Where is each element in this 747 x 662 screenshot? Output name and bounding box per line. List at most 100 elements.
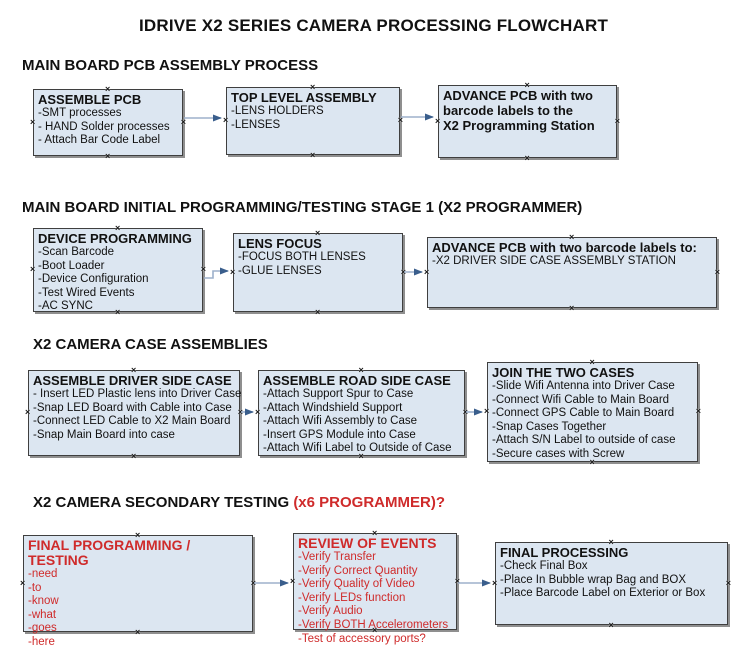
connection-handle-icon: ×: [725, 577, 731, 588]
box-title: FINAL PROCESSING: [500, 545, 629, 560]
box-items: -Slide Wifi Antenna into Driver Case -Con…: [492, 380, 693, 462]
box-item: -Place In Bubble wrap Bag and BOX: [500, 573, 687, 586]
connection-handle-icon: ×: [524, 153, 530, 163]
box-item: -know: [28, 595, 59, 608]
connection-handle-icon: ×: [400, 266, 406, 277]
flow-box-final-processing: FINAL PROCESSING -Check Final Box-Place …: [492, 538, 731, 630]
box-item: -AC SYNC: [38, 300, 93, 313]
connection-handle-icon: ×: [315, 307, 321, 317]
box-item: - Attach Bar Code Label: [38, 134, 161, 147]
connection-handle-icon: ×: [250, 577, 256, 588]
connection-handle-icon: ×: [310, 150, 316, 160]
box-title: ADVANCE PCB with two barcode labels to t…: [443, 88, 595, 133]
flow-box-join-the-two-cases: JOIN THE TWO CASES -Slide Wifi Antenna i…: [484, 358, 701, 467]
box-items: -Check Final Box-Place In Bubble wrap Ba…: [500, 560, 723, 601]
box-item: -Connect LED Cable to X2 Main Board: [33, 415, 231, 428]
box-item: -need: [28, 568, 58, 580]
connection-handle-icon: ×: [255, 407, 261, 417]
section-heading-initial-programming: MAIN BOARD INITIAL PROGRAMMING/TESTING S…: [22, 199, 583, 216]
box-item: - HAND Solder processes: [38, 120, 170, 133]
box-item: -X2 DRIVER SIDE CASE ASSEMBLY STATION: [432, 255, 676, 267]
connection-handle-icon: ×: [20, 577, 26, 588]
box-item: -LENS HOLDERS: [231, 105, 324, 117]
flow-box-advance-pcb-programming-station: ADVANCE PCB with two barcode labels to t…: [435, 81, 620, 163]
box-title: LENS FOCUS: [238, 236, 322, 251]
box-items: -SMT processes- HAND Solder processes- A…: [38, 107, 178, 148]
box-items: -Attach Support Spur to Case-Attach Wind…: [263, 388, 460, 456]
box-item: -what: [28, 608, 57, 621]
flow-box-review-of-events: REVIEW OF EVENTS -Verify Transfer-Verify…: [290, 529, 460, 645]
box-item: -Attach Wifi Assembly to Case: [263, 415, 418, 428]
connection-handle-icon: ×: [30, 116, 36, 127]
section-heading-secondary-testing: X2 CAMERA SECONDARY TESTING (x6 PROGRAMM…: [33, 494, 445, 511]
box-item: -Insert GPS Module into Case: [263, 428, 416, 441]
connection-handle-icon: ×: [223, 115, 229, 125]
box-item: -Verify Correct Quantity: [298, 564, 418, 577]
box-item: -SMT processes: [38, 107, 122, 119]
box-item: -goes: [28, 622, 57, 635]
box-item: -Snap LED Board with Cable into Case: [33, 401, 232, 414]
box-items: -X2 DRIVER SIDE CASE ASSEMBLY STATION: [432, 255, 712, 269]
box-item: -Verify LEDs function: [298, 591, 406, 604]
flow-box-lens-focus: LENS FOCUS -FOCUS BOTH LENSES-GLUE LENSE…: [230, 229, 406, 317]
section-heading-secondary-testing-red: (x6 PROGRAMMER)?: [293, 494, 445, 511]
box-item: -Slide Wifi Antenna into Driver Case: [492, 380, 675, 392]
connection-handle-icon: ×: [608, 620, 614, 630]
box-item: -Attach Windshield Support: [263, 401, 403, 414]
box-title: DEVICE PROGRAMMING: [38, 231, 192, 246]
connection-handle-icon: ×: [435, 115, 441, 126]
box-item: -Connect GPS Cable to Main Board: [492, 407, 675, 420]
connection-handle-icon: ×: [695, 406, 701, 416]
connection-handle-icon: ×: [569, 303, 575, 313]
box-title: REVIEW OF EVENTS: [298, 535, 437, 551]
box-title: TOP LEVEL ASSEMBLY: [231, 90, 377, 105]
section-heading-case-assemblies: X2 CAMERA CASE ASSEMBLIES: [33, 336, 268, 353]
box-item: -GLUE LENSES: [238, 264, 322, 277]
flowchart-title: IDRIVE X2 SERIES CAMERA PROCESSING FLOWC…: [138, 16, 609, 35]
box-item: -Verify Audio: [298, 605, 363, 618]
connection-handle-icon: ×: [131, 451, 137, 461]
box-item: -here: [28, 635, 55, 648]
flow-box-final-programming-testing: FINAL PROGRAMMING / TESTING -need-to-kno…: [20, 531, 256, 648]
box-items: -Verify Transfer-Verify Correct Quantity…: [298, 551, 452, 646]
box-item: -Snap Cases Together: [492, 420, 607, 433]
connection-handle-icon: ×: [492, 577, 498, 588]
box-items: -Scan Barcode-Boot Loader-Device Configu…: [38, 246, 198, 314]
box-item: - Insert LED Plastic lens into Driver Ca…: [33, 388, 242, 400]
box-item: -FOCUS BOTH LENSES: [238, 251, 366, 263]
connection-handle-icon: ×: [484, 406, 490, 416]
box-items: - Insert LED Plastic lens into Driver Ca…: [33, 388, 242, 442]
box-items: -FOCUS BOTH LENSES-GLUE LENSES: [238, 251, 398, 278]
connection-handle-icon: ×: [25, 407, 31, 417]
box-item: -Device Configuration: [38, 273, 149, 286]
box-item: -Verify Quality of Video: [298, 578, 415, 591]
flow-box-top-level-assembly: TOP LEVEL ASSEMBLY -LENS HOLDERS-LENSES …: [223, 83, 403, 160]
connection-handle-icon: ×: [180, 116, 186, 127]
flow-box-assemble-road-side-case: ASSEMBLE ROAD SIDE CASE -Attach Support …: [255, 366, 468, 461]
box-item: -Check Final Box: [500, 560, 588, 572]
box-title: ADVANCE PCB with two barcode labels to:: [432, 240, 697, 255]
box-item: -Secure cases with Screw: [492, 447, 625, 460]
connection-handle-icon: ×: [454, 575, 460, 586]
connection-handle-icon: ×: [230, 266, 236, 277]
box-title: ASSEMBLE DRIVER SIDE CASE: [33, 373, 232, 388]
box-items: -need-to-know-what-goes-here: [28, 568, 248, 650]
connection-handle-icon: ×: [200, 264, 206, 274]
arrow-device-programming-to-lens-focus: [204, 267, 229, 279]
box-item: -LENSES: [231, 118, 281, 131]
connection-handle-icon: ×: [462, 407, 468, 417]
flow-box-device-programming: DEVICE PROGRAMMING -Scan Barcode-Boot Lo…: [30, 224, 206, 317]
box-items: -LENS HOLDERS-LENSES: [231, 105, 395, 132]
box-title: ASSEMBLE PCB: [38, 92, 142, 107]
box-item: -Place Barcode Label on Exterior or Box: [500, 587, 706, 600]
flow-box-advance-pcb-driver-station: ADVANCE PCB with two barcode labels to: …: [424, 233, 720, 313]
box-item: -Test Wired Events: [38, 286, 135, 299]
connection-handle-icon: ×: [30, 264, 36, 274]
box-item: -Attach Wifi Label to Outside of Case: [263, 442, 452, 455]
box-item: -Boot Loader: [38, 259, 105, 272]
connection-handle-icon: ×: [237, 407, 243, 417]
box-title: FINAL PROGRAMMING / TESTING: [28, 537, 191, 568]
connection-handle-icon: ×: [614, 115, 620, 126]
box-title: ASSEMBLE ROAD SIDE CASE: [263, 373, 451, 388]
